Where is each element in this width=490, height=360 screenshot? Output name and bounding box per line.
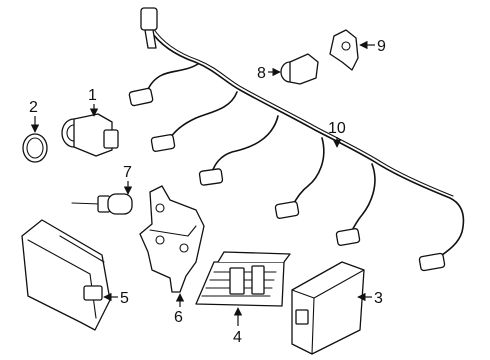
callout-5: 5 [103,290,129,307]
callout-3-label: 3 [374,290,383,307]
control-module-right [291,261,365,355]
callout-8: 8 [257,65,281,82]
callout-2: 2 [29,99,40,133]
module-bracket-assembly [195,251,291,307]
callout-1: 1 [88,87,99,117]
callout-5-label: 5 [120,290,129,307]
parking-sensor [61,113,119,157]
sensor-retainer-ring [22,133,48,163]
callout-7: 7 [123,164,133,195]
sensor-8 [280,53,319,85]
callout-4-label: 4 [233,329,242,346]
callout-3: 3 [357,290,383,307]
callout-6-label: 6 [174,309,183,326]
callout-8-label: 8 [257,65,266,82]
callout-9: 9 [359,38,386,55]
control-module-left [21,219,111,331]
mounting-bracket [139,185,205,293]
callout-9-label: 9 [377,38,386,55]
wiring-harness [128,7,465,272]
callout-4: 4 [233,307,243,346]
callout-6: 6 [174,293,185,326]
callout-10: 10 [328,120,346,148]
callout-10-label: 10 [328,120,346,137]
sensor-bracket-9 [329,29,359,71]
temperature-sensor [71,193,133,215]
callout-7-label: 7 [123,164,132,181]
callout-1-label: 1 [88,87,97,104]
callout-2-label: 2 [29,99,38,116]
